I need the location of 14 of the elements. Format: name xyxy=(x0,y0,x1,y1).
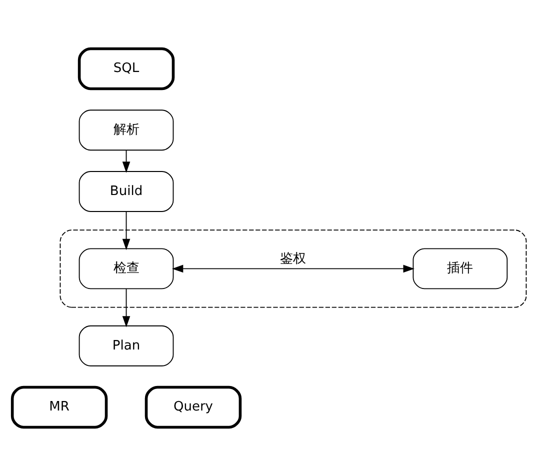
arrow xyxy=(122,211,130,250)
node-box: Plan xyxy=(78,325,174,366)
node-box: SQL xyxy=(78,47,175,90)
arrow xyxy=(122,150,130,173)
edge-label: 鉴权 xyxy=(280,251,306,266)
node-box: Query xyxy=(144,386,242,429)
node-box: MR xyxy=(10,386,108,429)
arrow xyxy=(122,288,130,328)
node-box: 插件 xyxy=(412,248,508,290)
arrow xyxy=(172,264,414,273)
cluster xyxy=(60,230,527,308)
node-box: 检查 xyxy=(78,248,174,290)
node-box: 解析 xyxy=(78,110,174,151)
node-box: Build xyxy=(78,171,174,212)
